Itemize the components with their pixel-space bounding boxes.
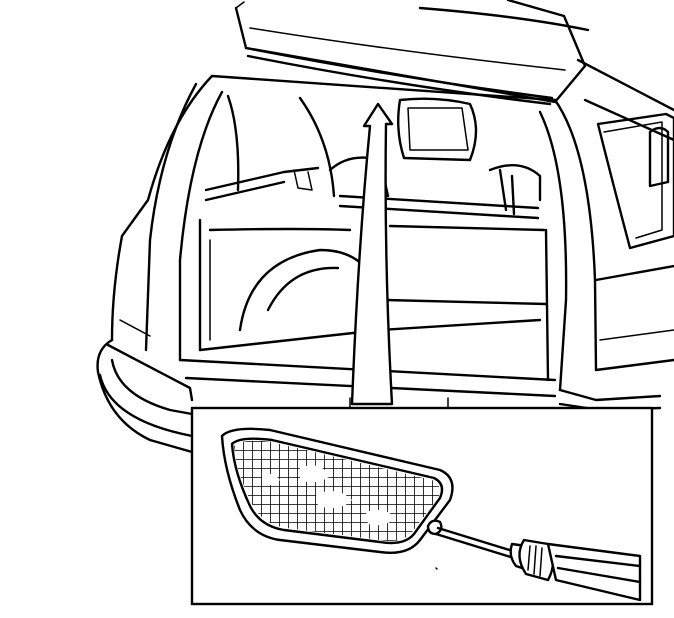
open-tailgate bbox=[234, 0, 590, 106]
inset-detail bbox=[190, 406, 654, 606]
screwdriver-icon bbox=[426, 519, 642, 602]
arrow-up-icon bbox=[350, 102, 394, 406]
